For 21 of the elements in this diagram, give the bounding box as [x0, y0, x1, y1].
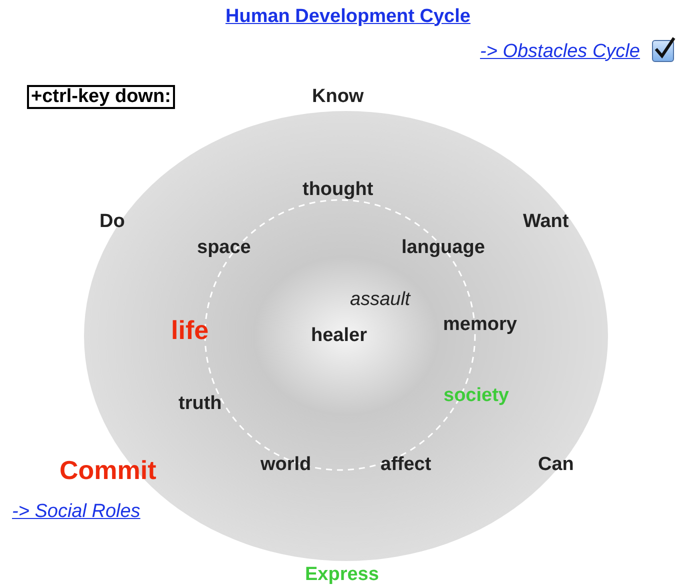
cycle-word: healer: [311, 326, 367, 346]
cycle-word: Do: [100, 212, 125, 232]
cycle-word: Commit: [60, 456, 156, 484]
link: -> Social Roles: [12, 502, 140, 522]
cycle-word: life: [171, 316, 209, 344]
cycle-word: space: [197, 238, 251, 258]
cycle-word: affect: [380, 454, 432, 476]
cycle-word: Can: [538, 454, 574, 476]
key-hint: +ctrl-key down:: [27, 84, 175, 110]
cycle-word: Know: [312, 86, 364, 108]
cycle-word: society: [444, 386, 509, 406]
cycle-word: Want: [523, 212, 569, 232]
cycle-word: Express: [305, 564, 379, 586]
title-link: Human Development Cycle: [226, 6, 470, 28]
cycle-word: memory: [443, 314, 517, 336]
cycle-word: thought: [302, 180, 374, 200]
cycle-word: world: [260, 454, 312, 476]
cycle-word: assault: [350, 290, 410, 310]
cycle-word: truth: [178, 394, 222, 414]
cycle-word: language: [402, 238, 485, 258]
link: -> Obstacles Cycle: [480, 42, 640, 62]
